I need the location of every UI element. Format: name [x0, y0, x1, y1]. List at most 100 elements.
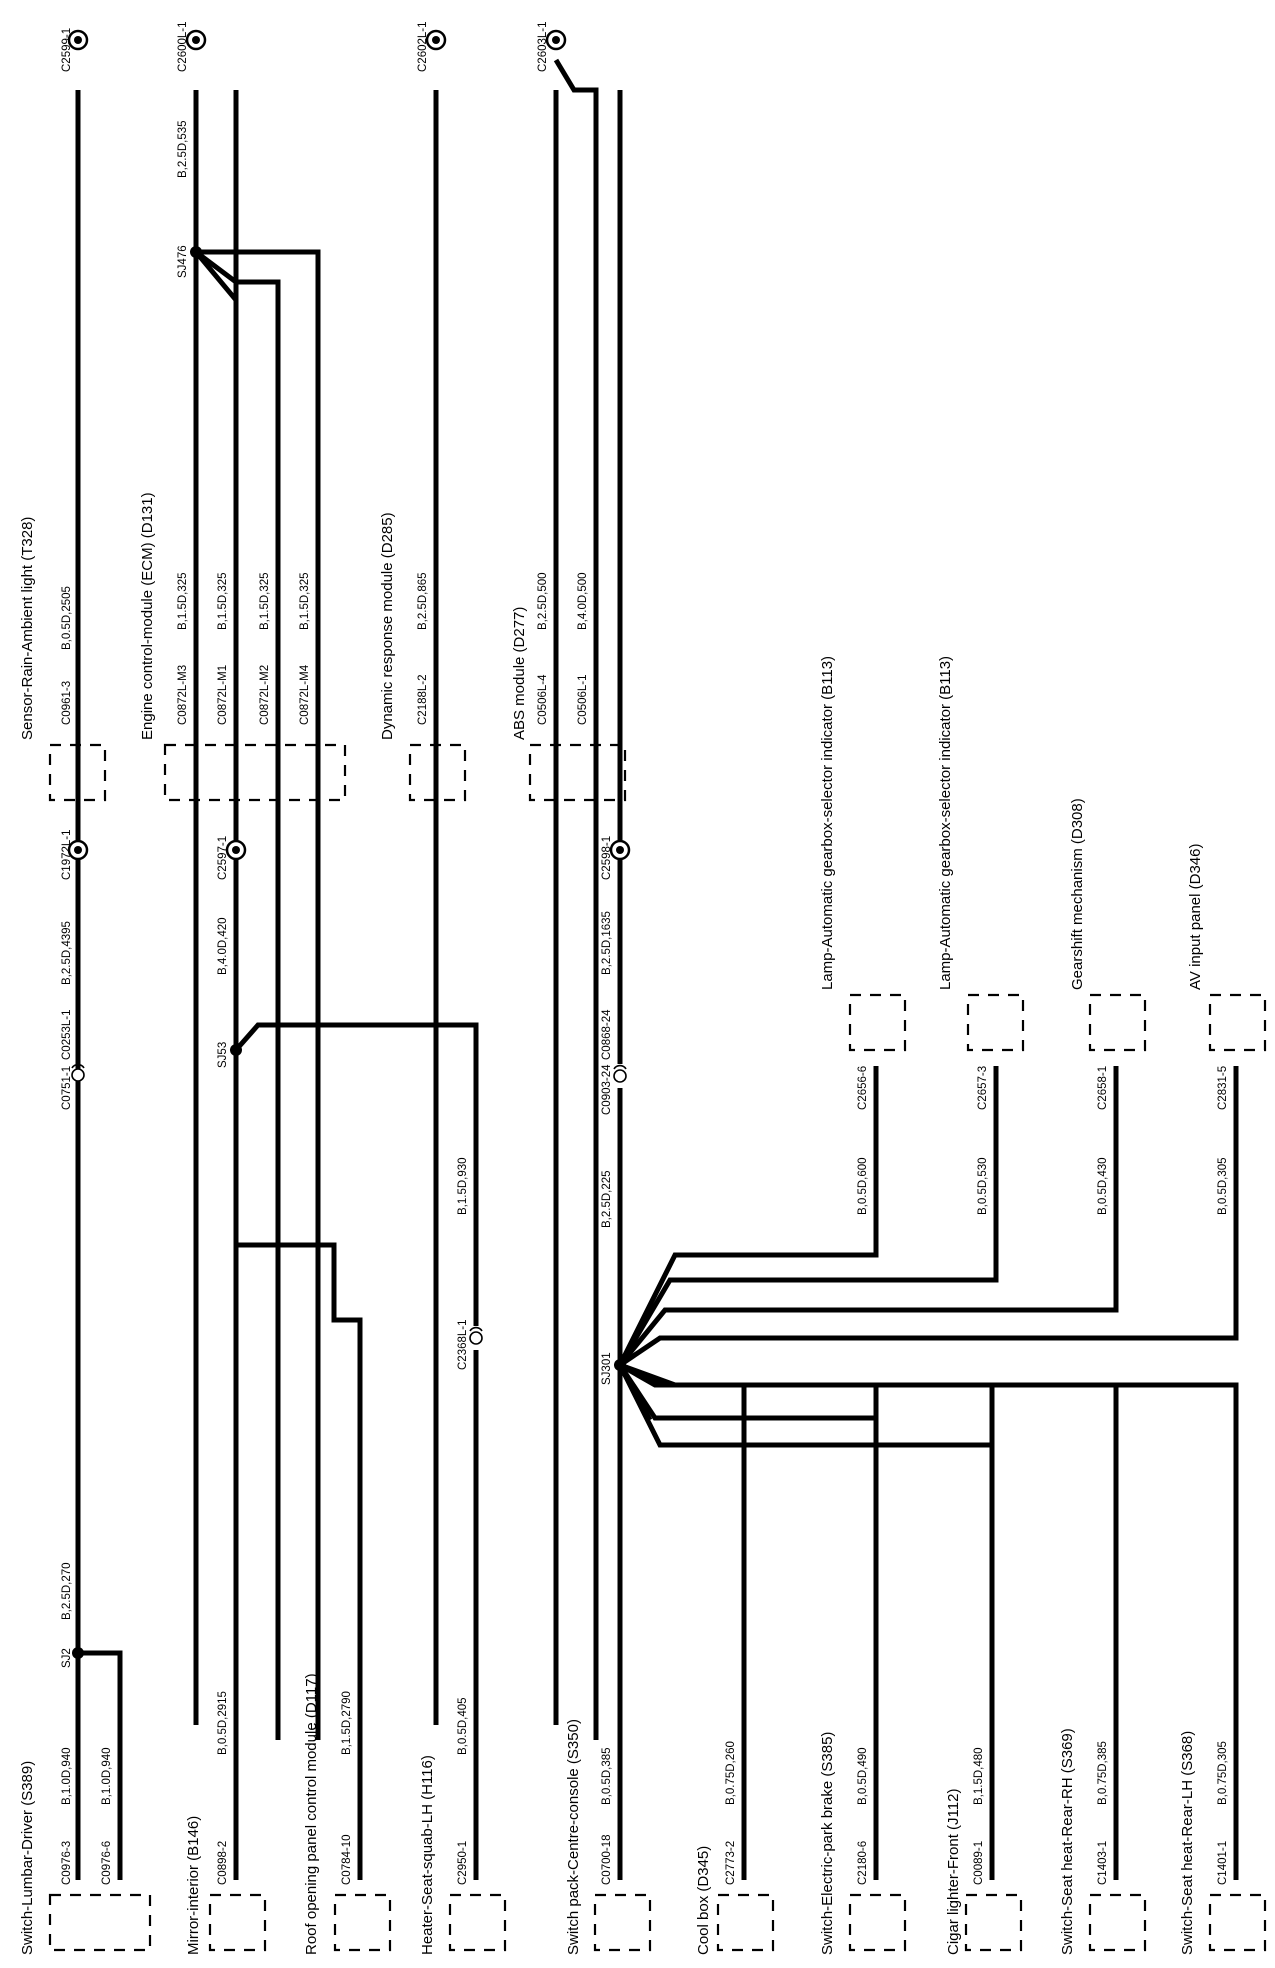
label-abs: ABS module (D277) — [511, 607, 528, 740]
box-roof — [333, 1893, 392, 1952]
connector-labels: C0976-3 C0976-6 C0898-2 C0784-10 C2950-1… — [61, 21, 1229, 1885]
wire-label: B,2.5D,1635 — [601, 911, 613, 975]
splice-label-sj301: SJ301 — [601, 1352, 613, 1385]
wire-label: B,1.5D,2790 — [341, 1691, 353, 1755]
box-ecm — [163, 743, 347, 802]
label-seat-heat-rh: Switch-Seat heat-Rear-RH (S369) — [1059, 1728, 1076, 1955]
label-lamp-gearbox-1: Lamp-Automatic gearbox-selector indicato… — [819, 656, 836, 990]
wire-label: B,0.5D,2915 — [217, 1691, 229, 1755]
conn-c0903-24: C0903-24 — [601, 1064, 613, 1115]
ground-c2602 — [425, 29, 447, 51]
ground-c2598 — [609, 839, 631, 861]
conn-c0872l-m2: C0872L-M2 — [259, 665, 271, 725]
conn-c2597-1: C2597-1 — [217, 836, 229, 880]
inline-connectors — [71, 1063, 627, 1345]
splice-points — [72, 246, 626, 1659]
label-lamp-gearbox-2: Lamp-Automatic gearbox-selector indicato… — [937, 656, 954, 990]
splice-labels: SJ2 SJ53 SJ301 SJ476 — [61, 245, 613, 1668]
wire-label: B,1.5D,325 — [177, 572, 189, 630]
wire-label: B,0.5D,305 — [1217, 1157, 1229, 1215]
label-mirror: Mirror-interior (B146) — [185, 1816, 202, 1955]
label-ecm: Engine control-module (ECM) (D131) — [139, 492, 156, 740]
wire-label: B,1.5D,480 — [973, 1747, 985, 1805]
conn-c2831-5: C2831-5 — [1217, 1066, 1229, 1110]
box-switch-pack — [593, 1893, 652, 1952]
wire-label: B,0.5D,2505 — [61, 586, 73, 650]
ground-terminals — [67, 29, 631, 861]
conn-c0784-10: C0784-10 — [341, 1834, 353, 1885]
splice-sj301 — [614, 1359, 626, 1371]
wire-label: B,0.5D,530 — [977, 1157, 989, 1215]
label-seat-heat-lh: Switch-Seat heat-Rear-LH (S368) — [1179, 1731, 1196, 1955]
splice-label-sj2: SJ2 — [61, 1648, 73, 1668]
splice-label-sj476: SJ476 — [177, 245, 189, 278]
wire-label: B,0.75D,260 — [725, 1741, 737, 1805]
wire-label: B,0.5D,490 — [857, 1747, 869, 1805]
wire-label: B,2.5D,535 — [177, 120, 189, 178]
wire-label: B,0.75D,305 — [1217, 1741, 1229, 1805]
conn-c0872l-m4: C0872L-M4 — [299, 664, 311, 725]
ground-c2599 — [67, 29, 89, 51]
label-sensor-rain: Sensor-Rain-Ambient light (T328) — [19, 517, 36, 740]
box-abs — [528, 743, 627, 802]
box-mirror — [208, 1893, 267, 1952]
conn-c2598-1: C2598-1 — [601, 836, 613, 880]
label-dynamic: Dynamic response module (D285) — [379, 512, 396, 740]
wire-label: B,0.5D,385 — [601, 1747, 613, 1805]
conn-c0089-1: C0089-1 — [973, 1841, 985, 1885]
box-heat-lh — [1208, 1893, 1267, 1952]
wires — [75, 58, 1239, 1880]
conn-c2656-6: C2656-6 — [857, 1066, 869, 1110]
ground-c2603 — [545, 29, 567, 51]
conn-c2368l-1: C2368L-1 — [457, 1319, 469, 1370]
conn-c0700-18: C0700-18 — [601, 1834, 613, 1885]
conn-c1403-1: C1403-1 — [1097, 1841, 1109, 1885]
label-switch-pack: Switch pack-Centre-console (S350) — [565, 1719, 582, 1955]
component-boxes — [48, 743, 1267, 1952]
wire-label: B,1.5D,325 — [217, 572, 229, 630]
conn-c0872l-m1: C0872L-M1 — [217, 665, 229, 725]
wire-label: B,4.0D,420 — [217, 917, 229, 975]
conn-c2657-3: C2657-3 — [977, 1066, 989, 1110]
conn-c0898-2: C0898-2 — [217, 1841, 229, 1885]
label-gearshift: Gearshift mechanism (D308) — [1069, 798, 1086, 990]
wire-label: B,2.5D,865 — [417, 572, 429, 630]
conn-c0868-24: C0868-24 — [601, 1009, 613, 1060]
conn-c0506l-1: C0506L-1 — [577, 674, 589, 725]
wire-label: B,1.0D,940 — [101, 1747, 113, 1805]
splice-label-sj53: SJ53 — [217, 1042, 229, 1068]
conn-c2188l-2: C2188L-2 — [417, 674, 429, 725]
box-lamp-1 — [848, 993, 907, 1052]
wire-label: B,2.5D,270 — [61, 1562, 73, 1620]
box-heater — [448, 1893, 507, 1952]
label-park-brake: Switch-Electric-park brake (S385) — [819, 1732, 836, 1955]
label-av-input: AV input panel (D346) — [1187, 844, 1204, 990]
wire-label: B,1.0D,940 — [61, 1747, 73, 1805]
splice-sj476 — [190, 246, 202, 258]
inline-connector-c2368 — [469, 1326, 483, 1345]
conn-c1972l-1: C1972L-1 — [61, 829, 73, 880]
wire-labels: B,1.0D,940 B,1.0D,940 B,2.5D,270 B,2.5D,… — [61, 120, 1229, 1805]
box-cool — [716, 1893, 775, 1952]
conn-c2602l-1: C2602L-1 — [417, 21, 429, 72]
conn-c0506l-4: C0506L-4 — [537, 674, 549, 725]
conn-c0961-3: C0961-3 — [61, 681, 73, 725]
inline-connector-c0751 — [71, 1063, 85, 1082]
ground-c2597 — [225, 839, 247, 861]
label-cool-box: Cool box (D345) — [695, 1846, 712, 1955]
box-cigar — [964, 1893, 1023, 1952]
ground-c2600 — [185, 29, 207, 51]
conn-c0751-1: C0751-1 — [61, 1066, 73, 1110]
box-park — [848, 1893, 907, 1952]
box-heat-rh — [1088, 1893, 1147, 1952]
box-sensor-rain — [48, 743, 107, 802]
label-switch-lumbar: Switch-Lumbar-Driver (S389) — [19, 1761, 36, 1955]
wire-label: B,1.5D,325 — [299, 572, 311, 630]
inline-connector-c0903 — [613, 1064, 627, 1083]
wire-label: B,2.5D,500 — [537, 572, 549, 630]
ground-c1972 — [67, 839, 89, 861]
wire-label: B,0.75D,385 — [1097, 1741, 1109, 1805]
wire-label: B,4.0D,500 — [577, 572, 589, 630]
wire-label: B,0.5D,600 — [857, 1157, 869, 1215]
conn-c2950-1: C2950-1 — [457, 1841, 469, 1885]
